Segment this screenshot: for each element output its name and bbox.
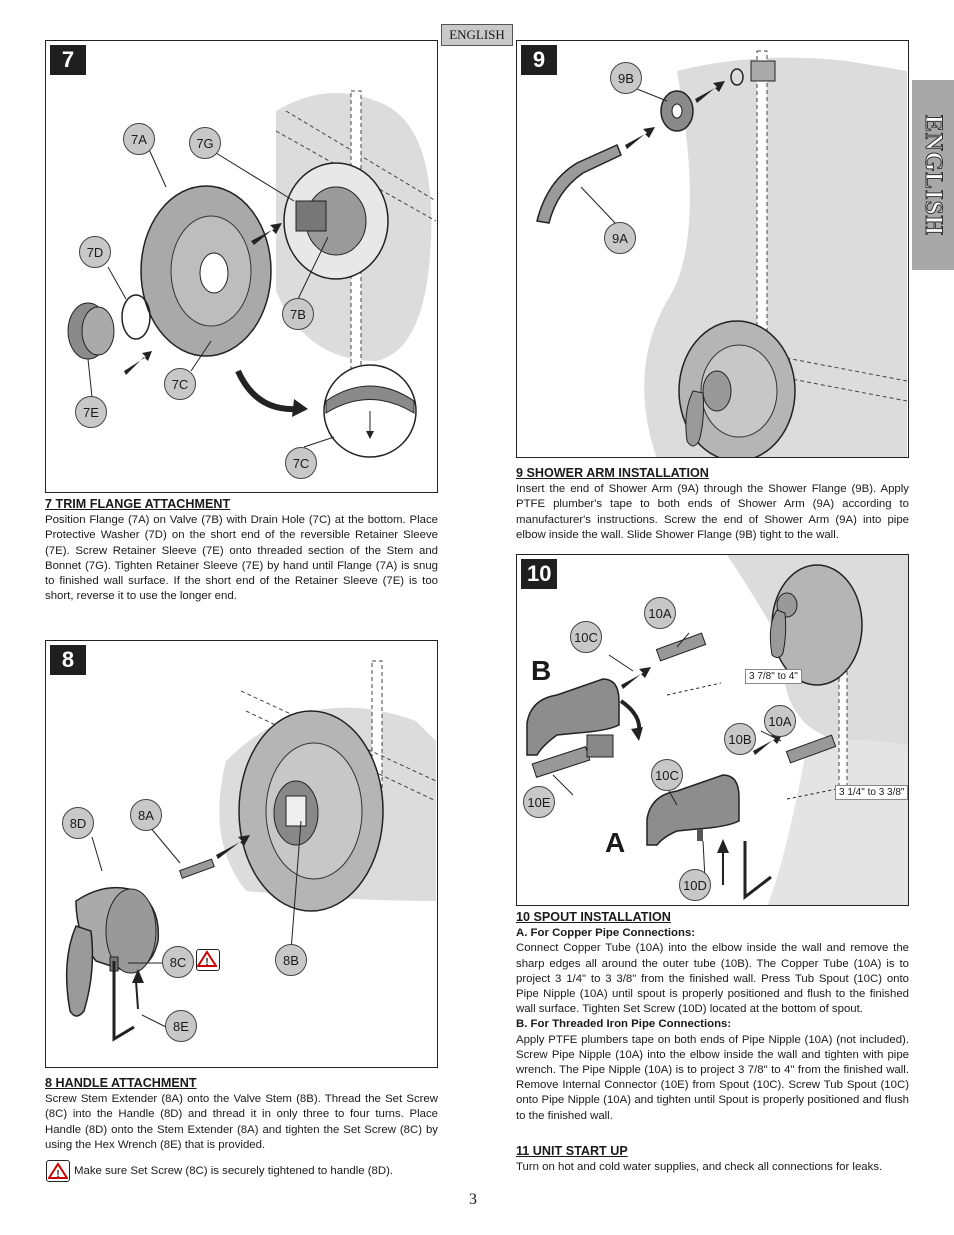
warning-text: Make sure Set Screw (8C) is securely tig… [74,1165,394,1177]
callout-7e: 7E [75,396,107,428]
callout-10e: 10E [523,786,555,818]
section-10-sub-b: B. For Threaded Iron Pipe Connections: [516,1018,732,1031]
callout-7g: 7G [189,127,221,159]
warning-icon: ! [46,1160,70,1182]
callout-10a: 10A [644,597,676,629]
step-number: 7 [50,45,86,75]
svg-text:!: ! [205,957,208,968]
section-10: 10 SPOUT INSTALLATION A. For Copper Pipe… [516,910,909,1124]
callout-8e: 8E [165,1010,197,1042]
step-10-illustration: 10 B A 10A [516,554,909,906]
side-language-tab: ENGLISH [912,80,954,270]
spout-installation-drawing [526,555,908,905]
callout-8b: 8B [275,944,307,976]
callout-9b: 9B [610,62,642,94]
section-8-body: Screw Stem Extender (8A) onto the Valve … [45,1093,438,1151]
callout-7d: 7D [79,236,111,268]
warning-triangle-icon: ! [197,950,217,968]
callout-10c-iron: 10C [651,759,683,791]
section-10-title: 10 SPOUT INSTALLATION [516,910,671,924]
section-7-body: Position Flange (7A) on Valve (7B) with … [45,514,438,603]
section-11-title: 11 UNIT START UP [516,1144,628,1158]
callout-10d: 10D [679,869,711,901]
section-8-title: 8 HANDLE ATTACHMENT [45,1076,197,1090]
side-tab-label: ENGLISH [920,114,948,236]
step-number: 8 [50,645,86,675]
section-11: 11 UNIT START UP Turn on hot and cold wa… [516,1144,909,1175]
handle-attachment-drawing [65,660,437,1042]
variant-a-label: A [605,827,626,858]
step-number: 9 [521,45,557,75]
trim-flange-drawing [67,90,437,458]
callout-7c: 7C [164,368,196,400]
step-number: 10 [521,559,558,589]
section-10-sub-a: A. For Copper Pipe Connections: [516,927,696,940]
callout-7a: 7A [123,123,155,155]
step-8-illustration: 8 8D 8A 8C ! 8B 8E [45,640,438,1068]
callout-10a-iron: 10A [764,705,796,737]
section-10-body-a: Connect Copper Tube (10A) into the elbow… [516,942,909,1016]
section-9: 9 SHOWER ARM INSTALLATION Insert the end… [516,466,909,543]
section-9-title: 9 SHOWER ARM INSTALLATION [516,466,709,480]
callout-8c: 8C [162,946,194,978]
callout-10b: 10B [724,723,756,755]
warning-note: ! Make sure Set Screw (8C) is securely t… [46,1160,393,1182]
language-tab: ENGLISH [441,24,513,46]
callout-7b: 7B [282,298,314,330]
callout-8a: 8A [130,799,162,831]
callout-9a: 9A [604,222,636,254]
step-9-illustration: 9 9B 9A [516,40,909,458]
callout-8d: 8D [62,807,94,839]
section-8: 8 HANDLE ATTACHMENT Screw Stem Extender … [45,1076,438,1153]
callout-10c: 10C [570,621,602,653]
warning-icon: ! [196,949,220,971]
page-number: 3 [469,1191,477,1208]
section-7: 7 TRIM FLANGE ATTACHMENT Position Flange… [45,497,438,604]
callout-7c-detail: 7C [285,447,317,479]
section-7-title: 7 TRIM FLANGE ATTACHMENT [45,497,231,511]
dimension-copper: 3 7/8" to 4" [745,669,802,684]
warning-triangle-icon: ! [48,1162,68,1180]
section-10-body-b: Apply PTFE plumbers tape on both ends of… [516,1033,909,1122]
section-11-body: Turn on hot and cold water supplies, and… [516,1161,883,1174]
step-7-illustration: 7 7A 7G 7D [45,40,438,493]
svg-text:!: ! [56,1169,59,1180]
variant-b-label: B [531,655,552,686]
dimension-iron: 3 1/4" to 3 3/8" [835,785,908,800]
shower-arm-drawing [536,50,908,457]
section-9-body: Insert the end of Shower Arm (9A) throug… [516,483,909,541]
